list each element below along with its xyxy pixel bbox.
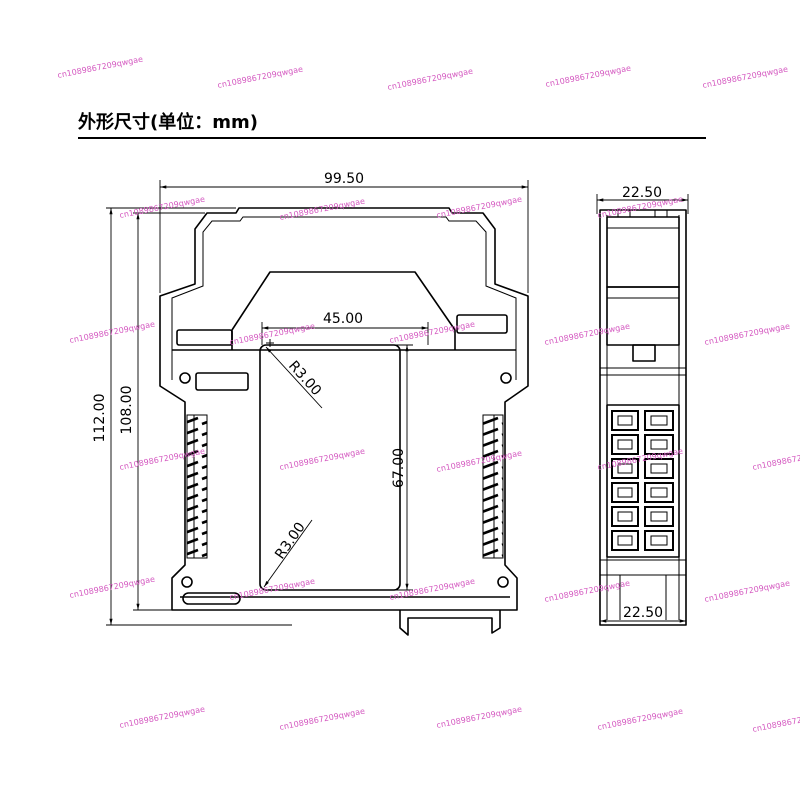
mount-hole-top-left xyxy=(179,372,191,384)
terminal-screw xyxy=(617,535,633,546)
terminal-block xyxy=(611,506,639,527)
terminal-blocks xyxy=(611,410,674,551)
terminal-block xyxy=(644,482,674,503)
terminal-block xyxy=(644,506,674,527)
terminal-zone xyxy=(606,404,680,558)
label-slot-lower xyxy=(195,372,249,391)
left-terminal-ribs xyxy=(186,414,208,559)
terminal-block xyxy=(644,410,674,431)
terminal-block xyxy=(644,530,674,551)
overall-height-label: 112.00 xyxy=(92,394,108,443)
terminal-screw xyxy=(617,487,633,498)
mount-hole-bottom-left xyxy=(181,576,193,588)
window-height-label: 67.00 xyxy=(391,448,407,488)
terminal-block xyxy=(611,410,639,431)
overall-width-label: 99.50 xyxy=(324,171,364,187)
top-notch-right xyxy=(654,209,668,218)
side-tab xyxy=(632,344,656,362)
base-slot xyxy=(182,592,241,605)
label-slot-right xyxy=(456,314,508,334)
upper-radius-leader xyxy=(265,346,323,409)
terminal-screw xyxy=(650,463,668,474)
mount-hole-top-right xyxy=(500,372,512,384)
terminal-screw xyxy=(617,439,633,450)
label-slot-left xyxy=(176,329,233,346)
front-window xyxy=(259,344,401,591)
housing-inner-edge xyxy=(171,216,517,380)
mount-hole-bottom-right xyxy=(497,576,509,588)
terminal-screw xyxy=(650,511,668,522)
terminal-screw xyxy=(617,511,633,522)
terminal-screw xyxy=(650,487,668,498)
housing-outline xyxy=(159,207,529,611)
top-notch-left xyxy=(617,209,631,218)
terminal-screw xyxy=(650,415,668,426)
terminal-block xyxy=(611,530,639,551)
corner-mark xyxy=(266,339,274,347)
din-rail-clip xyxy=(399,610,501,636)
terminal-screw xyxy=(617,415,633,426)
side-outline xyxy=(599,209,687,626)
window-width-label: 45.00 xyxy=(323,311,363,327)
terminal-screw xyxy=(617,463,633,474)
right-terminal-ribs xyxy=(482,414,504,559)
lower-radius-leader xyxy=(263,519,313,588)
terminal-screw xyxy=(650,535,668,546)
terminal-screw xyxy=(650,439,668,450)
body-height-label: 108.00 xyxy=(119,386,135,435)
side-width-top-label: 22.50 xyxy=(622,185,662,201)
side-view: 22.50 22.50 xyxy=(596,185,689,626)
side-width-bottom-label: 22.50 xyxy=(623,605,663,621)
terminal-block xyxy=(611,434,639,455)
page-title: 外形尺寸(单位：mm) xyxy=(78,111,258,133)
terminal-block xyxy=(611,482,639,503)
